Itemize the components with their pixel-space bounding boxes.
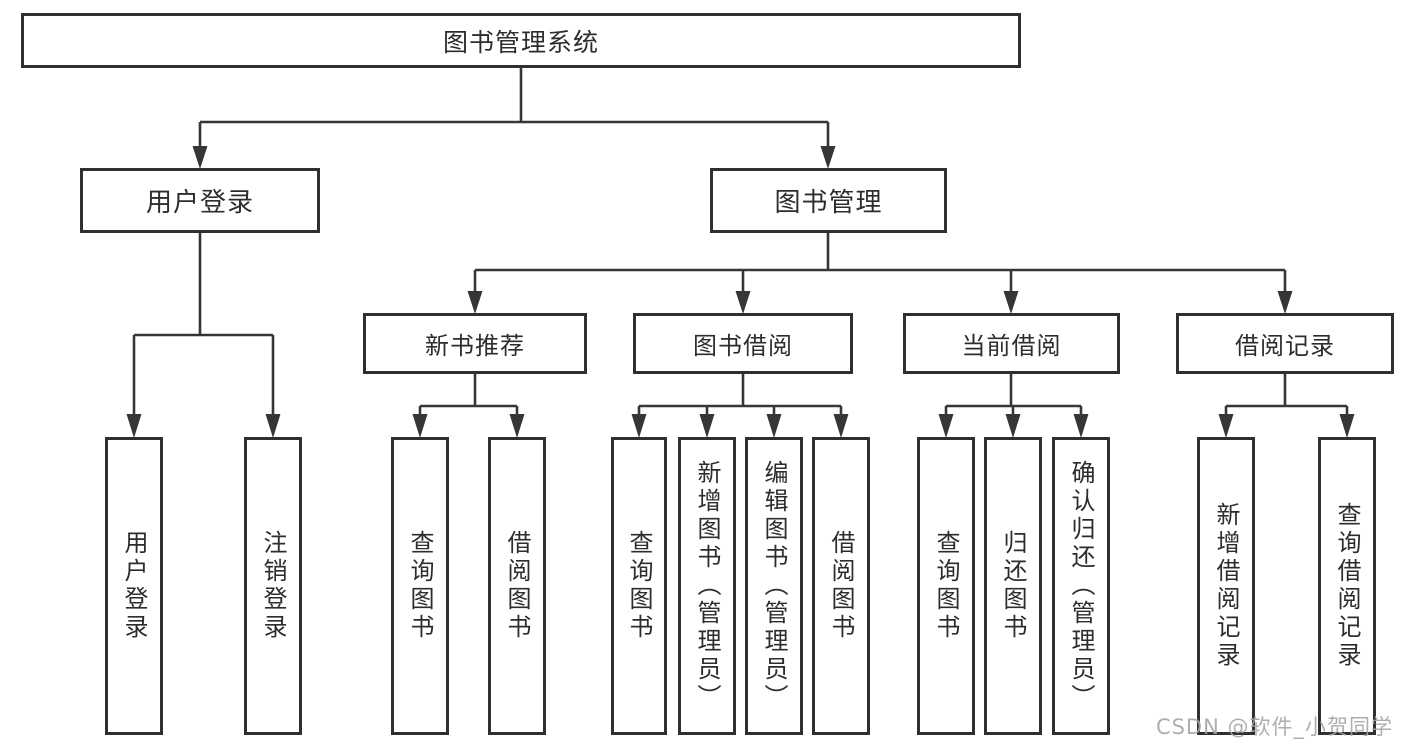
leaf-label: 查询图书 <box>932 530 960 642</box>
leaf-query-books: 查询图书 <box>611 437 667 735</box>
node-label: 用户登录 <box>145 188 254 218</box>
node-borrow-record: 借阅记录 <box>1176 313 1394 374</box>
connector-borrowrecord-to-leaves <box>1224 374 1349 432</box>
node-user-login: 用户登录 <box>80 168 320 233</box>
leaf-label: 查询图书 <box>406 530 434 642</box>
leaf-label: 编辑图书（管理员） <box>760 460 788 712</box>
leaf-label: 确认归还（管理员） <box>1067 460 1095 712</box>
leaf-query-borrow-record: 查询借阅记录 <box>1318 437 1376 735</box>
node-book-management: 图书管理 <box>710 168 947 233</box>
leaf-logout: 注销登录 <box>244 437 302 735</box>
leaf-label: 借阅图书 <box>827 530 855 642</box>
leaf-edit-books-admin: 编辑图书（管理员） <box>745 437 803 735</box>
leaf-label: 借阅图书 <box>503 530 531 642</box>
leaf-query-books: 查询图书 <box>917 437 975 735</box>
connector-root-to-level1 <box>198 68 830 164</box>
leaf-label: 用户登录 <box>120 530 148 642</box>
csdn-watermark: CSDN @软件_小贺同学 <box>1155 715 1393 739</box>
arrowheads <box>126 146 1355 438</box>
node-book-borrow: 图书借阅 <box>633 313 853 374</box>
node-label: 借阅记录 <box>1235 332 1335 360</box>
leaf-borrow-books: 借阅图书 <box>812 437 870 735</box>
node-label: 图书借阅 <box>693 332 793 360</box>
leaf-return-books: 归还图书 <box>984 437 1042 735</box>
leaf-query-books: 查询图书 <box>391 437 449 735</box>
leaf-confirm-return-admin: 确认归还（管理员） <box>1052 437 1110 735</box>
leaf-label: 查询图书 <box>625 530 653 642</box>
leaf-label: 新增借阅记录 <box>1212 502 1240 670</box>
leaf-add-borrow-record: 新增借阅记录 <box>1197 437 1255 735</box>
leaf-add-books-admin: 新增图书（管理员） <box>678 437 736 735</box>
node-label: 新书推荐 <box>425 332 525 360</box>
node-library-management-system: 图书管理系统 <box>21 13 1021 68</box>
node-label: 图书管理 <box>774 188 883 218</box>
leaf-borrow-books: 借阅图书 <box>488 437 546 735</box>
node-label: 图书管理系统 <box>442 27 599 57</box>
node-new-book-recommend: 新书推荐 <box>363 313 587 374</box>
connector-userlogin-to-leaves <box>132 233 275 432</box>
connector-newbook-to-leaves <box>418 374 519 432</box>
node-current-borrow: 当前借阅 <box>903 313 1120 374</box>
leaf-label: 新增图书（管理员） <box>693 460 721 712</box>
leaf-label: 归还图书 <box>999 530 1027 642</box>
leaf-user-login: 用户登录 <box>105 437 163 735</box>
connector-bookborrow-to-leaves <box>637 374 843 432</box>
leaf-label: 注销登录 <box>259 530 287 642</box>
connector-bookmgmt-to-level2 <box>473 233 1287 308</box>
node-label: 当前借阅 <box>961 332 1062 360</box>
leaf-label: 查询借阅记录 <box>1333 502 1361 670</box>
